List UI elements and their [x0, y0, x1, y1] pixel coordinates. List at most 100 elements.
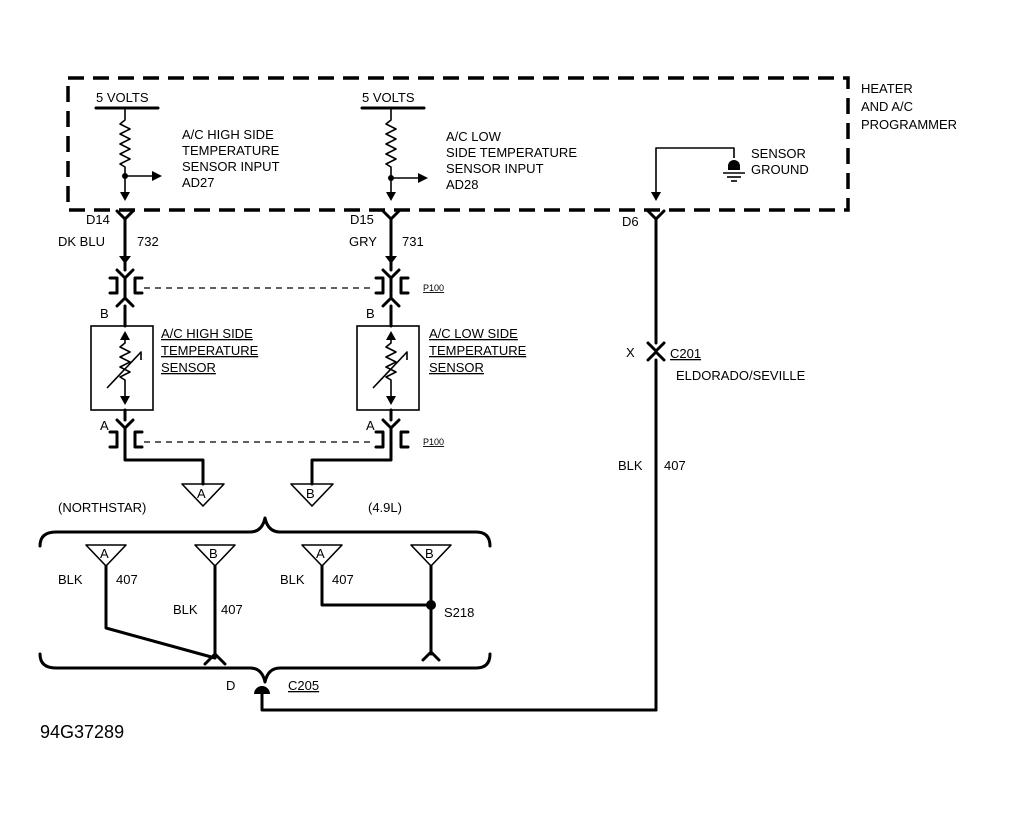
high-input-arrow — [152, 171, 162, 181]
low-sensor-line-3: SENSOR — [429, 360, 484, 375]
sensor-ground-wire-circuit: 407 — [664, 458, 686, 473]
c205-label: C205 — [288, 678, 319, 693]
high-supply-label: 5 VOLTS — [96, 90, 149, 105]
p100-upper-body-right-a — [374, 276, 385, 295]
low-input-line-1: A/C LOW — [446, 129, 502, 144]
sensor-ground-internal-arrow — [651, 192, 661, 201]
sensor-ground-wire-color: BLK — [618, 458, 643, 473]
sensor-ground-icon — [728, 160, 740, 170]
p100-lower-body-left-b — [133, 430, 144, 449]
low-thermistor-symbol — [385, 335, 397, 400]
ground-symbol-a-2 — [301, 544, 343, 567]
ground-group-bottom-brace — [38, 652, 492, 684]
high-input-line-2: TEMPERATURE — [182, 143, 280, 158]
low-wire-shield-top — [385, 256, 397, 264]
low-thermistor-arrow-top — [386, 331, 396, 340]
p100-lower-body-right-a — [374, 430, 385, 449]
ground-symbol-b-top-label: B — [306, 486, 315, 501]
splice-s218-label: S218 — [444, 605, 474, 620]
northstar-join-connector — [203, 652, 227, 666]
low-wire-color: GRY — [349, 234, 377, 249]
pin-x-label: X — [626, 345, 635, 360]
low-ground-route — [310, 446, 393, 486]
high-wire-circuit: 732 — [137, 234, 159, 249]
high-thermistor-arrow-top — [120, 331, 130, 340]
high-wire-shield-top — [119, 256, 131, 264]
programmer-module-boundary — [66, 76, 850, 212]
c201-label: C201 — [670, 346, 701, 361]
v6-a-wire-circuit: 407 — [332, 572, 354, 587]
p100-upper-body-right-b — [399, 276, 410, 295]
high-pin-b-label: B — [100, 306, 109, 321]
module-title-line-3: PROGRAMMER — [861, 117, 957, 132]
low-sensor-body — [356, 325, 420, 411]
low-sensor-line-1: A/C LOW SIDE — [429, 326, 518, 341]
c205-connector — [254, 686, 270, 694]
high-pullup-resistor — [119, 108, 131, 176]
sensor-ground-line-2: GROUND — [751, 162, 809, 177]
low-thermistor-arrow-bottom — [386, 396, 396, 405]
low-pullup-resistor — [385, 108, 397, 178]
sensor-ground-internal-wire — [655, 147, 735, 198]
figure-id: 94G37289 — [40, 722, 124, 742]
high-input-line-1: A/C HIGH SIDE — [182, 127, 274, 142]
sensor-ground-wire-to-c205 — [260, 692, 658, 712]
ground-symbol-a-1 — [85, 544, 127, 567]
p100-upper-label: P100 — [423, 283, 444, 293]
low-input-line-4: AD28 — [446, 177, 479, 192]
p100-lower-body-right-b — [399, 430, 410, 449]
low-input-line-3: SENSOR INPUT — [446, 161, 544, 176]
low-input-line-2: SIDE TEMPERATURE — [446, 145, 577, 160]
low-supply-label: 5 VOLTS — [362, 90, 415, 105]
pin-d14-label: D14 — [86, 212, 110, 227]
ground-symbol-b-1-label: B — [209, 546, 218, 561]
northstar-b-wire-circuit: 407 — [221, 602, 243, 617]
sensor-ground-line-1: SENSOR — [751, 146, 806, 161]
low-sensor-line-2: TEMPERATURE — [429, 343, 527, 358]
high-thermistor-symbol — [119, 335, 131, 400]
p100-upper-body-left-a — [108, 276, 119, 295]
high-internal-arrow — [120, 192, 130, 201]
low-thermistor-bias — [372, 351, 408, 389]
p100-lower-body-left-a — [108, 430, 119, 449]
high-sensor-line-3: SENSOR — [161, 360, 216, 375]
low-internal-arrow — [386, 192, 396, 201]
splice-s218-node — [426, 600, 436, 610]
high-connector-upper-female — [115, 296, 135, 308]
v6-wire-a — [320, 564, 433, 607]
variant-northstar-label: (NORTHSTAR) — [58, 500, 146, 515]
northstar-a-wire-circuit: 407 — [116, 572, 138, 587]
v6-wire-end-connector — [421, 650, 441, 662]
ground-symbol-a-2-label: A — [316, 546, 325, 561]
high-sensor-line-1: A/C HIGH SIDE — [161, 326, 253, 341]
ground-symbol-b-2-label: B — [425, 546, 434, 561]
ground-symbol-a-1-label: A — [100, 546, 109, 561]
pin-d-label: D — [226, 678, 235, 693]
high-thermistor-arrow-bottom — [120, 396, 130, 405]
c201-note: ELDORADO/SEVILLE — [676, 368, 806, 383]
module-title-line-2: AND A/C — [861, 99, 913, 114]
high-ground-route — [123, 446, 205, 486]
v6-a-wire-color: BLK — [280, 572, 305, 587]
ground-symbol-b-top — [290, 483, 334, 507]
low-wire-circuit: 731 — [402, 234, 424, 249]
variant-4-9l-label: (4.9L) — [368, 500, 402, 515]
pin-d15-label: D15 — [350, 212, 374, 227]
low-input-arrow — [418, 173, 428, 183]
ground-symbol-b-1 — [194, 544, 236, 567]
ground-group-top-brace — [38, 516, 492, 548]
high-sensor-body — [90, 325, 154, 411]
high-input-line-3: SENSOR INPUT — [182, 159, 280, 174]
ground-symbol-b-2 — [410, 544, 452, 567]
high-pin-a-label: A — [100, 418, 109, 433]
module-title-line-1: HEATER — [861, 81, 913, 96]
low-connector-upper-female — [381, 296, 401, 308]
northstar-a-wire-color: BLK — [58, 572, 83, 587]
low-pin-b-label: B — [366, 306, 375, 321]
c201-female — [646, 350, 666, 362]
p100-lower-label: P100 — [423, 437, 444, 447]
high-input-line-4: AD27 — [182, 175, 215, 190]
ground-symbol-a-top — [181, 483, 225, 507]
northstar-b-wire-color: BLK — [173, 602, 198, 617]
